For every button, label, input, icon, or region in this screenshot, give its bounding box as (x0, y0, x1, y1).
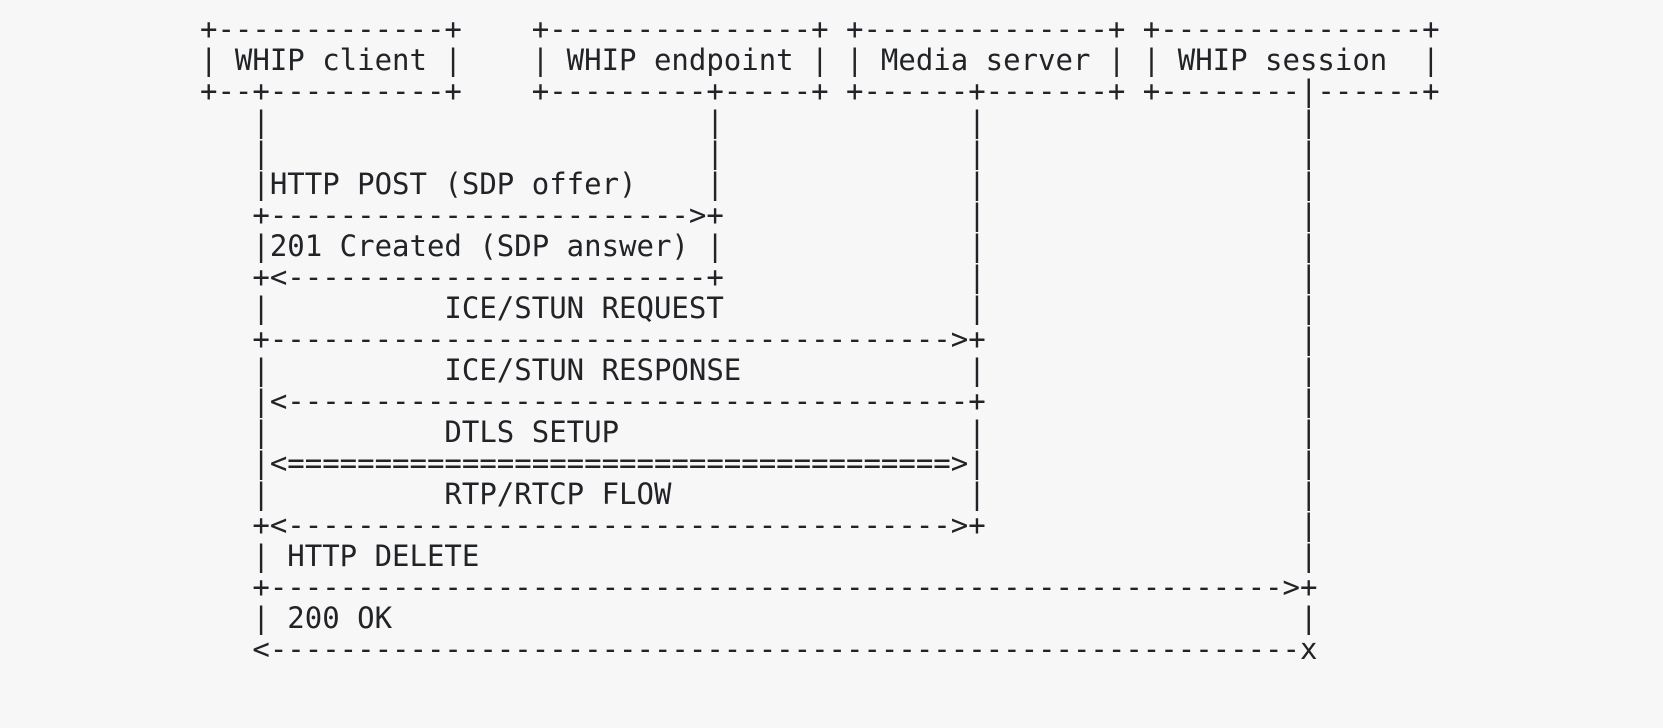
diagram-line: |<--------------------------------------… (200, 384, 1318, 418)
diagram-line: | WHIP client | | WHIP endpoint | | Medi… (200, 43, 1440, 77)
diagram-line: |201 Created (SDP answer) | | | (200, 229, 1318, 263)
diagram-line: +---------------------------------------… (200, 570, 1318, 604)
diagram-line: +---------------------------------------… (200, 322, 1318, 356)
diagram-line: | HTTP DELETE | (200, 539, 1318, 573)
ascii-sequence-diagram: +-------------+ +---------------+ +-----… (200, 14, 1440, 665)
diagram-line: +<--------------------------------------… (200, 508, 1318, 542)
diagram-line: | RTP/RTCP FLOW | | (200, 477, 1318, 511)
diagram-line: +------------------------>+ | | (200, 198, 1318, 232)
diagram-line: |HTTP POST (SDP offer) | | | (200, 167, 1318, 201)
diagram-line: +-------------+ +---------------+ +-----… (200, 12, 1440, 46)
diagram-line: | ICE/STUN REQUEST | | (200, 291, 1318, 325)
diagram-line: | | | | (200, 105, 1318, 139)
diagram-line: +<------------------------+ | | (200, 260, 1318, 294)
diagram-line: |<======================================… (200, 446, 1318, 480)
diagram-line: | 200 OK | (200, 601, 1318, 635)
diagram-line: | DTLS SETUP | | (200, 415, 1318, 449)
diagram-line: | ICE/STUN RESPONSE | | (200, 353, 1318, 387)
diagram-line: | | | | (200, 136, 1318, 170)
diagram-line: +--+----------+ +---------+-----+ +-----… (200, 74, 1440, 108)
diagram-line: <---------------------------------------… (200, 632, 1318, 666)
